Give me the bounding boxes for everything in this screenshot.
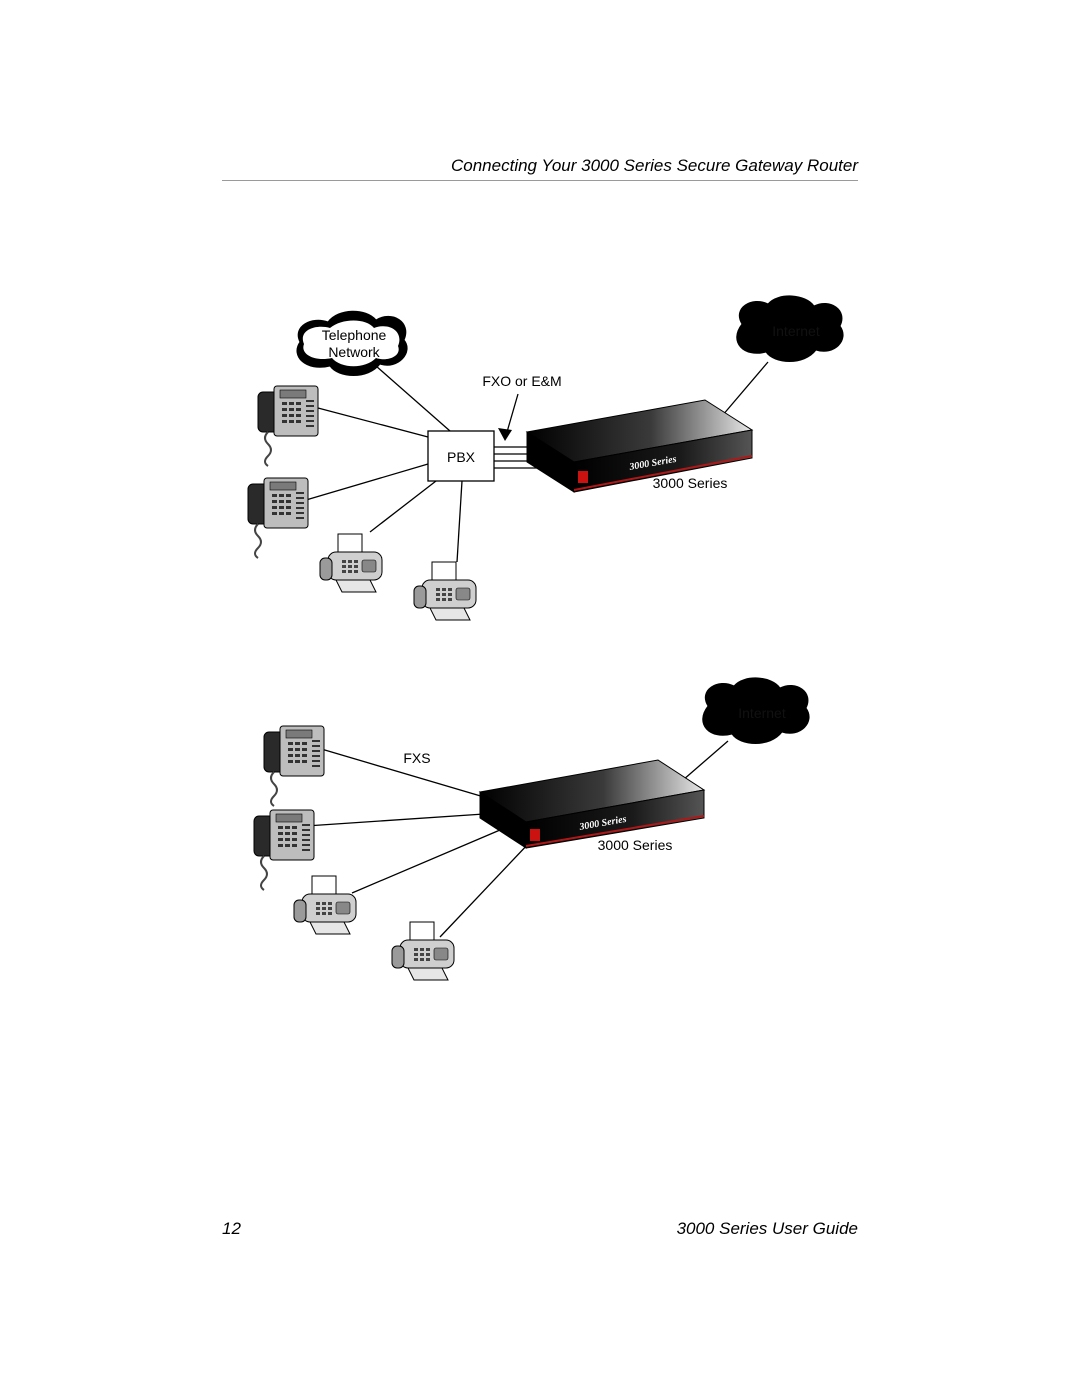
desk-phone-icon: [257, 385, 319, 467]
fax-machine-icon: [293, 875, 357, 935]
fxo-arrow-line: [506, 393, 519, 433]
router-logo-icon: [530, 829, 540, 841]
wire-phone2-pbx: [305, 463, 429, 501]
wire-fax3-router: [351, 829, 501, 894]
page-number: 12: [222, 1219, 241, 1238]
router-logo-icon: [578, 471, 588, 483]
page-header-title: Connecting Your 3000 Series Secure Gatew…: [451, 156, 858, 175]
internet-cloud-top: Internet: [736, 295, 844, 362]
wire-network-pbx: [375, 365, 451, 432]
footer-guide-title: 3000 Series User Guide: [676, 1219, 858, 1238]
pbx-label: PBX: [447, 449, 476, 465]
wire-fax1-pbx: [369, 480, 437, 533]
network-label: Network: [328, 344, 380, 360]
telephone-label: Telephone: [322, 327, 387, 343]
desk-phone-icon: [253, 809, 315, 891]
wire-router-internet-bottom: [682, 740, 729, 781]
wire-fax2-pbx: [456, 480, 463, 563]
pbx-box: [427, 430, 495, 482]
header-rule: [222, 180, 858, 181]
fax-machine-icon: [319, 533, 383, 593]
wire-phone3-router: [317, 747, 485, 798]
fxs-label: FXS: [403, 750, 430, 766]
fax-machine-icon: [413, 561, 477, 621]
wire-fax4-router: [439, 841, 531, 938]
internet-cloud-bottom: Internet: [702, 677, 810, 744]
wire-phone4-router: [305, 813, 485, 827]
wire-router-internet: [721, 361, 769, 417]
router-3000-series-bottom: 3000 Series: [478, 759, 706, 849]
wire-phone1-pbx: [317, 407, 429, 438]
internet-label-top: Internet: [772, 323, 820, 339]
router-caption-top: 3000 Series: [653, 475, 728, 491]
desk-phone-icon: [247, 477, 309, 559]
fxo-em-label: FXO or E&M: [482, 373, 561, 389]
desk-phone-icon: [263, 725, 325, 807]
router-caption-bottom: 3000 Series: [598, 837, 673, 853]
fxo-arrow-head: [498, 428, 512, 441]
telephone-network-cloud: Telephone Network: [296, 310, 408, 376]
internet-label-bottom: Internet: [738, 705, 786, 721]
fax-machine-icon: [391, 921, 455, 981]
router-3000-series-top: 3000 Series: [525, 399, 754, 493]
